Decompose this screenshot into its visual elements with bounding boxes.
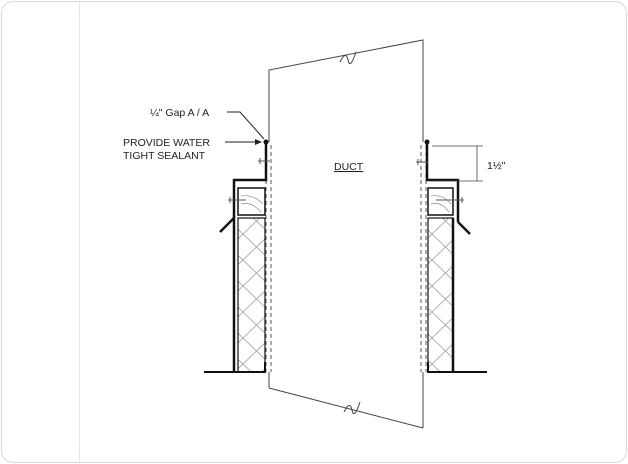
sealant-label-line2: TIGHT SEALANT <box>123 150 206 162</box>
break-symbol-icon <box>339 51 361 415</box>
screw-icon <box>416 159 464 203</box>
margin-line <box>79 2 80 462</box>
dimension-label: 1½" <box>487 160 506 172</box>
duct-outline <box>268 39 424 429</box>
duct-label: DUCT <box>334 161 364 173</box>
duct-wall-dashed <box>265 145 427 372</box>
leader-lines <box>225 111 265 143</box>
dimension-1-5in <box>432 145 483 182</box>
gap-label: ¼" Gap A / A <box>150 107 209 119</box>
right-curb <box>416 139 487 373</box>
sealant-label-line1: PROVIDE WATER <box>123 137 210 149</box>
screw-icon <box>228 158 270 203</box>
left-curb <box>204 139 270 373</box>
arrow-icon <box>255 139 262 145</box>
